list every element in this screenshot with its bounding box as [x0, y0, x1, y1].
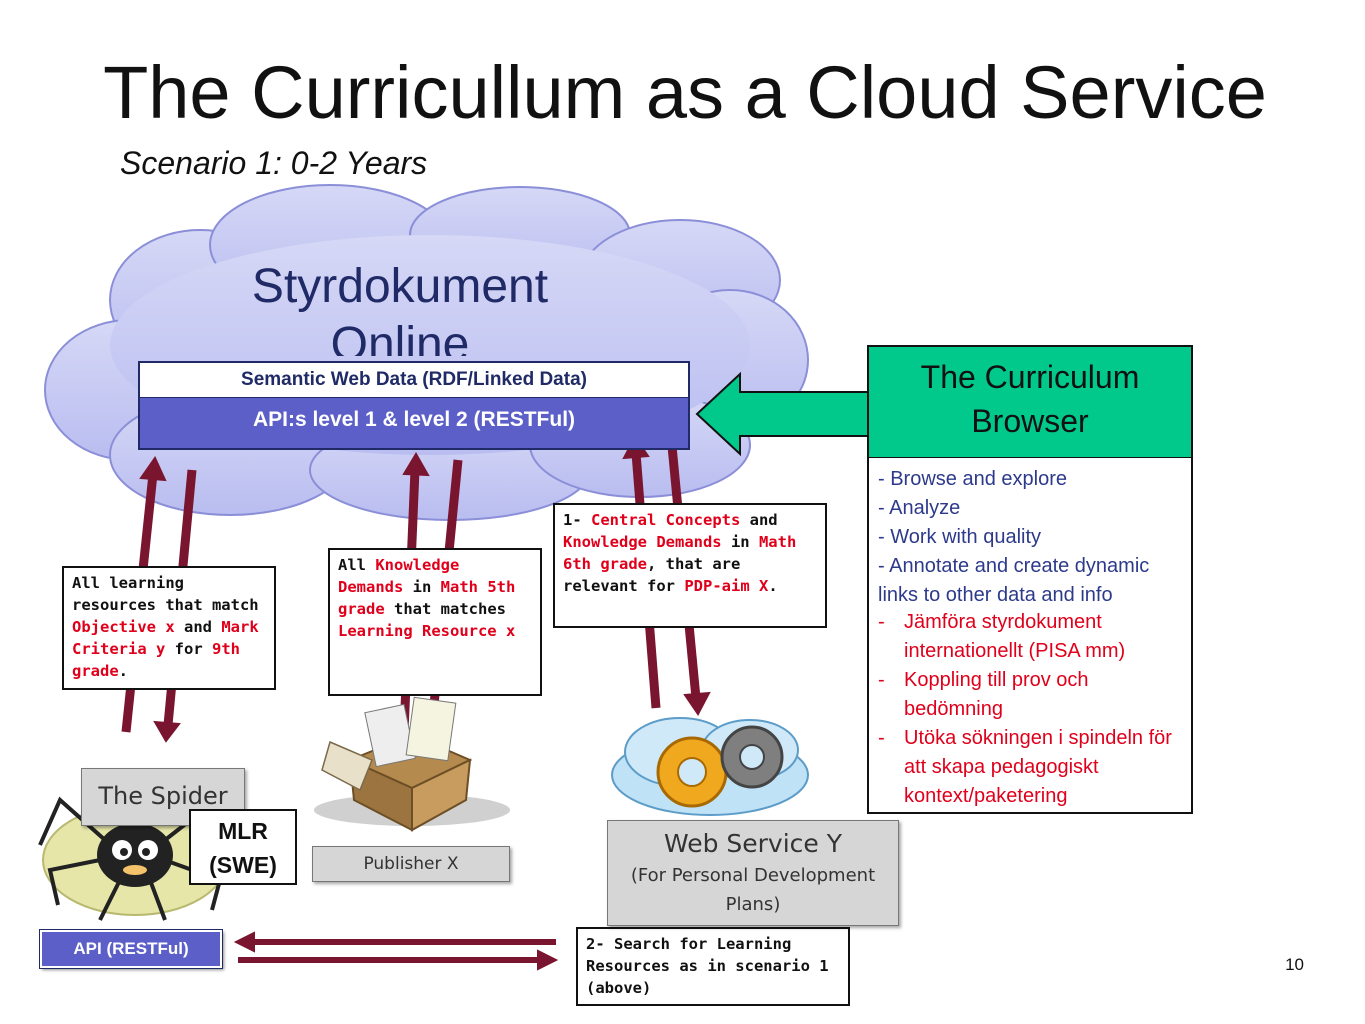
todo-dash: -	[878, 669, 885, 691]
query-text: 1-	[563, 511, 591, 529]
browser-todo-item: - Jämföra styrdokument internationellt (…	[878, 608, 1178, 666]
browser-todo-item: - Utöka sökningen i spindeln för att ska…	[878, 724, 1178, 811]
todo-text: Koppling till prov och bedömning	[904, 669, 1089, 720]
webservice-query-box: 1- Central Concepts and Knowledge Demand…	[553, 503, 827, 628]
semantic-data-band: Semantic Web Data (RDF/Linked Data)	[138, 361, 690, 399]
search-query-box: 2- Search for Learning Resources as in s…	[576, 927, 850, 1006]
browser-feature: - Work with quality	[878, 526, 1042, 548]
query-text: .	[118, 662, 129, 680]
highlight-term: Knowledge Demands	[563, 533, 722, 551]
webservice-title: Web Service Y	[663, 829, 843, 858]
todo-text: Utöka sökningen i spindeln för att skapa…	[904, 727, 1172, 807]
query-text: that matches	[384, 600, 506, 618]
spider-query-box: All learning resources that match Object…	[62, 566, 276, 690]
query-text: and	[174, 618, 222, 636]
page-title: The Curricullum as a Cloud Service	[103, 51, 1267, 134]
query-text: for	[165, 640, 212, 658]
highlight-term: Central Concepts	[591, 511, 741, 529]
query-text: in	[403, 578, 441, 596]
query-text: 2- Search for Learning Resources as in s…	[586, 935, 829, 997]
highlight-term: Mark Criteria y	[72, 618, 259, 658]
browser-feature: - Browse and explore	[878, 468, 1067, 490]
todo-dash: -	[878, 611, 885, 633]
browser-feature: - Annotate and create dynamic links to o…	[878, 555, 1150, 606]
spider-api-label: API (RESTFul)	[39, 929, 223, 969]
browser-todo-item: - Koppling till prov och bedömning	[878, 666, 1178, 724]
cloud-gears-illustration	[611, 717, 809, 816]
curriculum-browser-panel	[867, 458, 1193, 814]
cloud-title: Styrdokument Online	[251, 260, 549, 356]
query-text: , that are relevant for	[563, 555, 741, 595]
page-subtitle: Scenario 1: 0-2 Years	[120, 145, 428, 181]
browser-feature: - Analyze	[878, 497, 961, 519]
highlight-term: Learning Resource x	[338, 622, 516, 640]
highlight-term: 9th grade	[72, 640, 240, 680]
todo-text: Jämföra styrdokument internationellt (PI…	[904, 611, 1126, 662]
publisher-query-box: All Knowledge Demands in Math 5th grade …	[328, 548, 542, 696]
query-text: All	[338, 556, 376, 574]
page-number: 10	[1285, 955, 1304, 974]
mlr-label: MLR (SWE)	[189, 809, 297, 885]
highlight-term: Math 6th grade	[563, 533, 797, 573]
highlight-term: Objective x	[72, 618, 175, 636]
query-text: and	[740, 511, 778, 529]
api-band: API:s level 1 & level 2 (RESTFul)	[138, 398, 690, 450]
todo-dash: -	[878, 727, 885, 749]
query-text: in	[721, 533, 759, 551]
curriculum-browser-header: The Curriculum Browser	[867, 345, 1193, 459]
query-text: All learning resources that match	[72, 574, 259, 614]
query-text: .	[768, 577, 778, 595]
publisher-illustration	[314, 696, 510, 832]
publisher-label: Publisher X	[312, 846, 510, 882]
webservice-subtitle: (For Personal Development Plans)	[630, 865, 876, 915]
spider-illustration	[38, 796, 228, 921]
highlight-term: PDP-aim X	[684, 577, 769, 595]
highlight-term: Math 5th grade	[338, 578, 516, 618]
webservice-label: Web Service Y (For Personal Development …	[607, 820, 899, 926]
highlight-term: Knowledge Demands	[338, 556, 460, 596]
